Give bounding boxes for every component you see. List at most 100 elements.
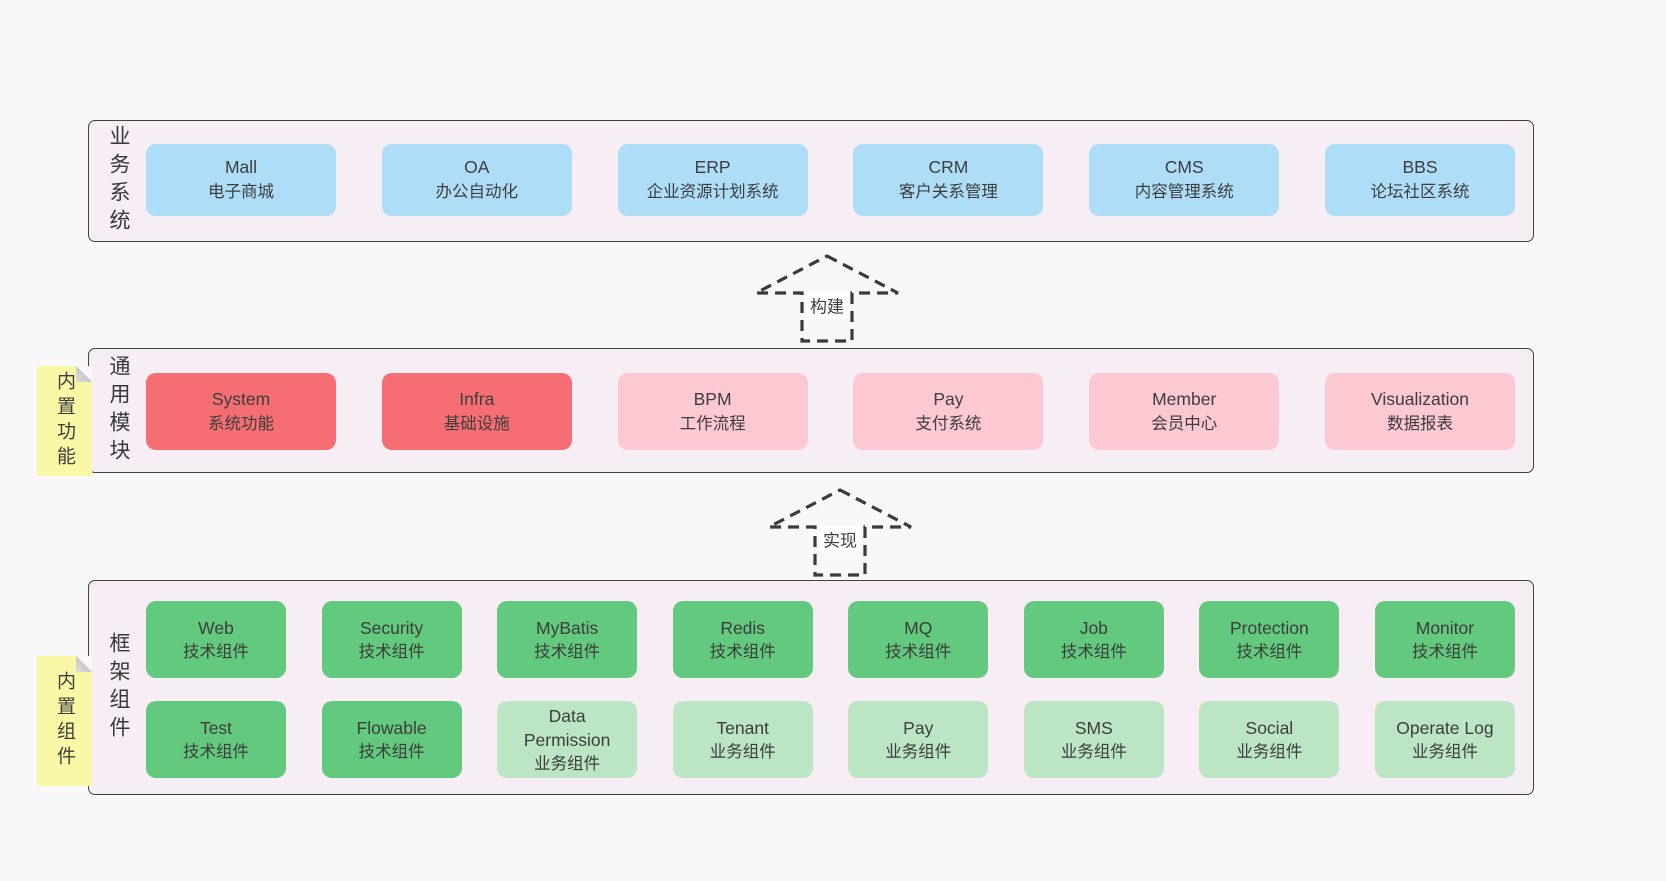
box-tenant: Tenant 业务组件 xyxy=(672,701,813,778)
box-mybatis: MyBatis 技术组件 xyxy=(497,601,638,678)
box-desc: 业务组件 xyxy=(1411,742,1478,761)
box-erp: ERP 企业资源计划系统 xyxy=(617,144,808,216)
folded-corner-icon xyxy=(76,366,92,382)
box-data-permission: Data Permission 业务组件 xyxy=(497,701,638,778)
dashed-up-arrow-icon xyxy=(755,254,899,343)
box-name: BPM xyxy=(693,388,732,409)
box-name: CRM xyxy=(928,157,969,177)
box-desc: 技术组件 xyxy=(1236,642,1303,661)
box-name: Tenant xyxy=(716,717,769,738)
panel-business-systems: 业务系统 Mall 电子商城 OA 办公自动化 ERP 企业资源计划系统 CRM… xyxy=(88,120,1534,242)
box-name: Mall xyxy=(224,157,258,177)
box-name: BBS xyxy=(1402,157,1438,177)
box-name: OA xyxy=(464,157,490,177)
box-name: Protection xyxy=(1229,617,1309,638)
box-desc: 技术组件 xyxy=(1411,642,1478,661)
sticky-tag-label: 内置组件 xyxy=(54,671,75,771)
box-desc: 客户关系管理 xyxy=(898,183,998,201)
business-systems-box-row: Mall 电子商城 OA 办公自动化 ERP 企业资源计划系统 CRM 客户关系… xyxy=(146,144,1515,216)
box-desc: 技术组件 xyxy=(183,642,249,661)
box-name: CMS xyxy=(1164,157,1204,177)
box-system: System 系统功能 xyxy=(146,373,336,450)
box-name: Operate Log xyxy=(1396,717,1494,738)
box-monitor: Monitor 技术组件 xyxy=(1374,601,1515,678)
box-name: Test xyxy=(199,717,233,738)
box-name: MQ xyxy=(904,617,933,638)
box-desc: 支付系统 xyxy=(915,414,982,433)
row-label-common-modules: 通用模块 xyxy=(107,354,130,467)
box-desc: 技术组件 xyxy=(534,642,601,661)
box-desc: 业务组件 xyxy=(1060,742,1127,761)
arrow-implement-label: 实现 xyxy=(819,525,861,553)
arrow-build: 构建 xyxy=(752,253,902,345)
box-pay-component: Pay 业务组件 xyxy=(848,701,989,778)
box-desc: 企业资源计划系统 xyxy=(646,183,779,201)
box-name: Pay xyxy=(933,388,964,409)
box-name: Infra xyxy=(459,388,495,409)
box-desc: 基础设施 xyxy=(443,414,510,433)
sticky-tag-label: 内置功能 xyxy=(54,371,75,471)
box-infra: Infra 基础设施 xyxy=(381,373,572,450)
box-visualization: Visualization 数据报表 xyxy=(1324,373,1515,450)
box-pay: Pay 支付系统 xyxy=(853,373,1044,450)
box-member: Member 会员中心 xyxy=(1089,373,1280,450)
box-name: Data Permission xyxy=(523,705,611,750)
box-desc: 技术组件 xyxy=(885,642,952,661)
box-desc: 业务组件 xyxy=(709,742,776,761)
box-name: Social xyxy=(1245,717,1294,738)
box-name: SMS xyxy=(1074,717,1113,738)
box-desc: 内容管理系统 xyxy=(1134,183,1234,201)
box-test: Test 技术组件 xyxy=(146,701,286,778)
box-desc: 业务组件 xyxy=(534,754,601,773)
row-label-business-systems: 业务系统 xyxy=(107,125,130,237)
box-desc: 业务组件 xyxy=(885,742,952,761)
box-name: Redis xyxy=(720,617,766,638)
box-desc: 技术组件 xyxy=(1060,642,1127,661)
box-crm: CRM 客户关系管理 xyxy=(853,144,1044,216)
framework-components-row-2: Test 技术组件 Flowable 技术组件 Data Permission … xyxy=(146,701,1515,778)
box-operate-log: Operate Log 业务组件 xyxy=(1374,701,1515,778)
box-name: Flowable xyxy=(356,717,427,738)
box-name: MyBatis xyxy=(536,617,599,638)
box-redis: Redis 技术组件 xyxy=(672,601,813,678)
framework-components-row-1: Web 技术组件 Security 技术组件 MyBatis 技术组件 Redi… xyxy=(146,601,1515,678)
common-modules-box-row: System 系统功能 Infra 基础设施 BPM 工作流程 Pay 支付系统… xyxy=(146,373,1515,450)
box-desc: 办公自动化 xyxy=(435,183,519,201)
box-desc: 技术组件 xyxy=(709,642,776,661)
box-name: ERP xyxy=(694,157,731,177)
box-desc: 技术组件 xyxy=(358,742,425,761)
box-name: Pay xyxy=(903,717,934,738)
box-mall: Mall 电子商城 xyxy=(146,144,336,216)
box-desc: 技术组件 xyxy=(358,642,425,661)
box-desc: 技术组件 xyxy=(183,742,249,761)
box-protection: Protection 技术组件 xyxy=(1199,601,1340,678)
box-mq: MQ 技术组件 xyxy=(848,601,989,678)
box-web: Web 技术组件 xyxy=(146,601,286,678)
box-desc: 会员中心 xyxy=(1151,414,1218,433)
arrow-implement: 实现 xyxy=(765,487,915,579)
sticky-tag-built-in-features: 内置功能 xyxy=(37,366,92,476)
box-name: Visualization xyxy=(1371,388,1469,409)
box-desc: 业务组件 xyxy=(1236,742,1303,761)
row-label-framework-components: 框架组件 xyxy=(107,631,130,744)
panel-framework-components: 框架组件 Web 技术组件 Security 技术组件 MyBatis 技术组件… xyxy=(88,580,1534,795)
box-job: Job 技术组件 xyxy=(1023,601,1164,678)
folded-corner-icon xyxy=(76,656,92,672)
box-desc: 论坛社区系统 xyxy=(1370,183,1470,201)
box-desc: 工作流程 xyxy=(679,414,746,433)
box-desc: 系统功能 xyxy=(208,414,274,433)
box-desc: 数据报表 xyxy=(1386,414,1453,433)
box-flowable: Flowable 技术组件 xyxy=(321,701,462,778)
box-sms: SMS 业务组件 xyxy=(1023,701,1164,778)
box-cms: CMS 内容管理系统 xyxy=(1089,144,1280,216)
arrow-build-label: 构建 xyxy=(806,291,848,319)
box-desc: 电子商城 xyxy=(208,183,274,201)
box-oa: OA 办公自动化 xyxy=(381,144,572,216)
box-security: Security 技术组件 xyxy=(321,601,462,678)
box-social: Social 业务组件 xyxy=(1199,701,1340,778)
box-name: Security xyxy=(359,617,424,638)
box-name: Member xyxy=(1152,388,1217,409)
panel-common-modules: 通用模块 System 系统功能 Infra 基础设施 BPM 工作流程 Pay… xyxy=(88,348,1534,473)
sticky-tag-built-in-components: 内置组件 xyxy=(37,656,92,786)
